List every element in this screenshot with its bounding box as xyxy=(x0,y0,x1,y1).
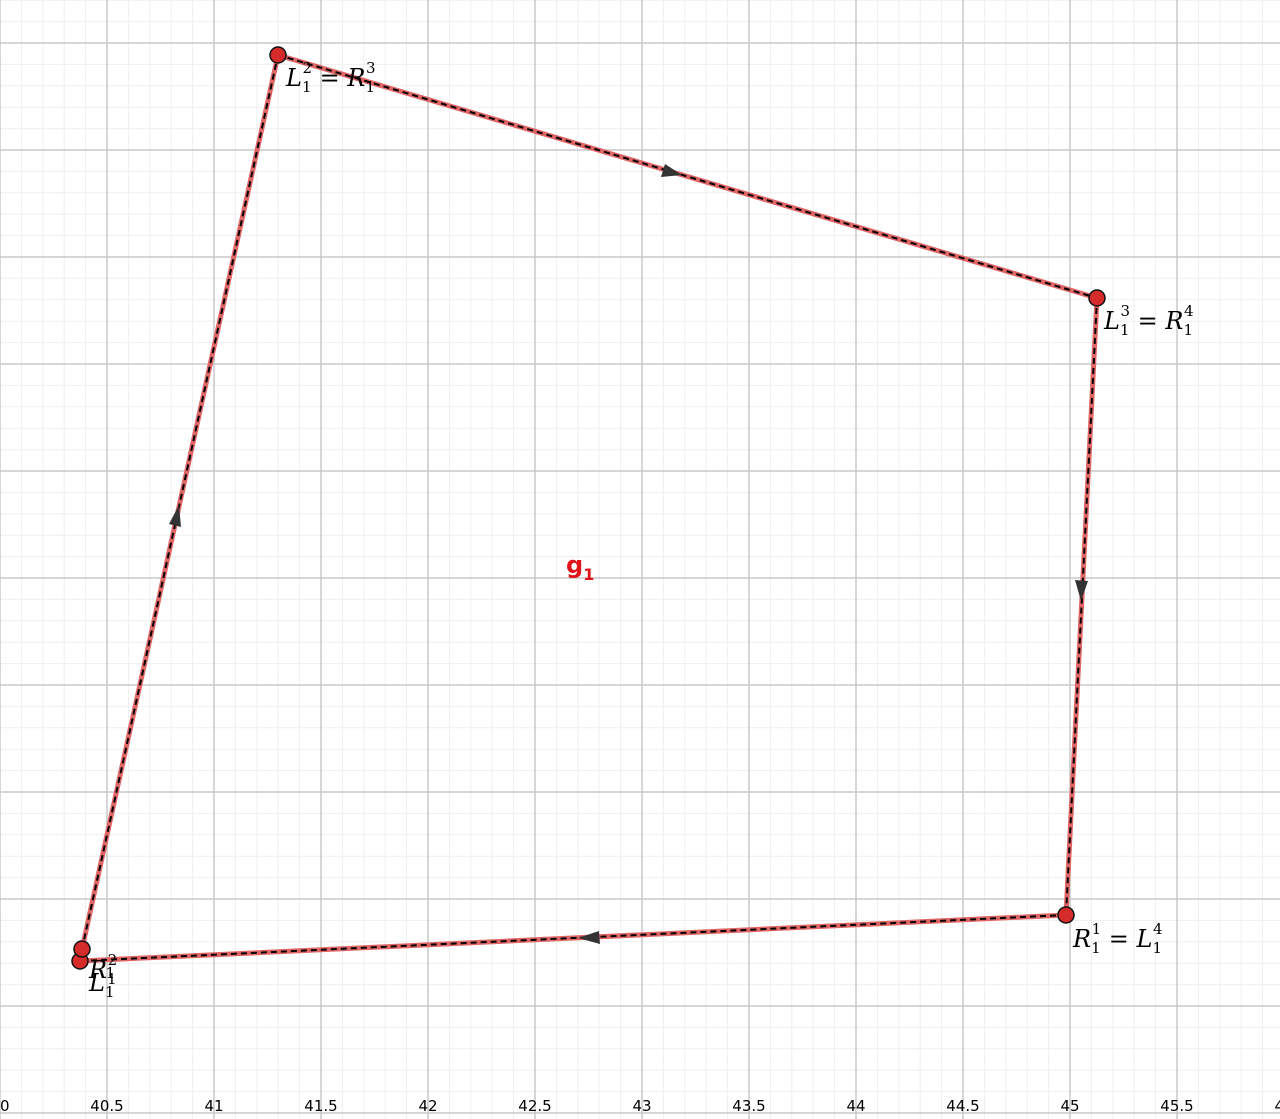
vertex-point-R12[interactable] xyxy=(73,940,91,958)
x-tick-label: 45.5 xyxy=(1160,1097,1193,1115)
direction-arrow-icon xyxy=(661,164,682,177)
edge-R12-to-L12[interactable] xyxy=(79,54,281,950)
polygon-g1[interactable] xyxy=(79,52,1100,964)
x-tick-label: 40 xyxy=(0,1097,10,1115)
x-tick-label: 44 xyxy=(846,1097,865,1115)
edge-R11-to-L11[interactable] xyxy=(79,912,1067,964)
direction-arrow-icon xyxy=(1075,580,1088,601)
polygon-name-label: g1 xyxy=(566,551,594,584)
direction-arrow-icon xyxy=(169,505,181,527)
x-tick-label: 45 xyxy=(1060,1097,1079,1115)
vertex-label-L12-eq-R13: L12 = R13 xyxy=(285,59,376,96)
x-tick-label: 41 xyxy=(204,1097,223,1115)
edge-L12-to-L13[interactable] xyxy=(277,52,1098,301)
vertex-points[interactable] xyxy=(71,46,1106,970)
svg-text:g1: g1 xyxy=(566,551,594,584)
x-tick-label: 43 xyxy=(632,1097,651,1115)
direction-arrow-icon xyxy=(578,931,600,944)
vertex-label-R12: R12 xyxy=(88,951,117,988)
vertex-point-L13[interactable] xyxy=(1088,289,1106,307)
x-tick-label: 41.5 xyxy=(304,1097,337,1115)
vertex-label-R11-eq-L14: R11 = L14 xyxy=(1072,920,1163,957)
vertex-point-L12[interactable] xyxy=(269,46,287,64)
edge-L13-to-R11[interactable] xyxy=(1063,297,1100,916)
x-tick-label: 40.5 xyxy=(90,1097,123,1115)
vertex-label-L11: L11 xyxy=(88,964,115,1001)
x-tick-label: 42 xyxy=(418,1097,437,1115)
x-tick-label: 42.5 xyxy=(518,1097,551,1115)
x-tick-label: 44.5 xyxy=(946,1097,979,1115)
x-axis-tick-labels: 40 40.5 41 41.5 42 42.5 43 43.5 44 44.5 … xyxy=(0,1097,1280,1115)
vertex-labels: L12 = R13 L13 = R14 R11 = L14 L11 R12 xyxy=(88,59,1194,1001)
x-tick-label: 43.5 xyxy=(732,1097,765,1115)
vertex-label-L13-eq-R14: L13 = R14 xyxy=(1103,302,1194,339)
x-tick-label: 46 xyxy=(1274,1097,1280,1115)
vertex-point-R11[interactable] xyxy=(1057,906,1075,924)
